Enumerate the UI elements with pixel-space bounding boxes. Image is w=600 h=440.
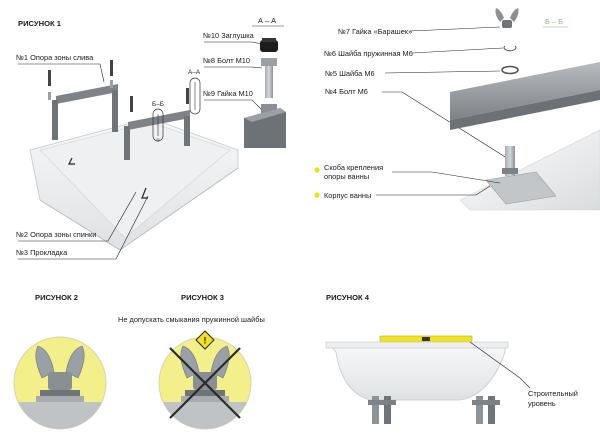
leader-level: [469, 341, 531, 389]
rail-section: [450, 62, 600, 120]
gasket-mark-right: [141, 187, 148, 199]
label-body: Корпус ванны: [324, 191, 371, 200]
figure-4-title: РИСУНОК 4: [326, 293, 370, 302]
back-zone-support: [124, 88, 190, 160]
leader-body: [376, 185, 491, 196]
section-aa-small-label: А–А: [188, 69, 201, 76]
leader-part-5: [384, 70, 501, 74]
label-bracket-2: опоры ванны: [324, 172, 369, 181]
label-part-6: №6 Шайба пружинная М6: [324, 49, 413, 58]
leader-part-9: [204, 99, 263, 111]
figure-4: РИСУНОК 4 Строительный уровень: [325, 293, 578, 424]
svg-text:!: !: [204, 336, 207, 346]
label-part-7: №7 Гайка «Барашек»: [338, 27, 412, 36]
label-part-10: №10 Заглушка: [203, 31, 255, 40]
wing-nut-icon: [14, 345, 106, 429]
bolt-m6: [505, 146, 515, 176]
leader-part-3: [18, 195, 149, 260]
section-aa-title: А – А: [258, 16, 276, 25]
figure-2-title: РИСУНОК 2: [35, 293, 78, 302]
drain-zone-support: [48, 60, 118, 140]
label-part-1: №1 Опора зоны слива: [16, 53, 94, 62]
leader-bracket: [392, 171, 501, 184]
cross-mark-icon: [169, 347, 241, 419]
leader-part-7: [409, 26, 501, 32]
label-bracket-1: Скоба крепления: [324, 163, 383, 172]
label-level-2: уровень: [528, 399, 556, 408]
section-indicator-aa: А–А: [188, 69, 201, 115]
spring-washer: [503, 45, 517, 52]
figure-2: РИСУНОК 2: [13, 293, 107, 430]
nut-m10: [261, 104, 277, 114]
figure-1-title: РИСУНОК 1: [18, 19, 62, 28]
warning-icon: !: [195, 330, 215, 350]
section-bb: Б – Б №7 Гайка «Барашек» №6 Шайба пружин…: [314, 8, 600, 211]
washer-m6: [501, 65, 519, 75]
bathtub-side-view: [329, 344, 506, 401]
bolt-m10-head: [261, 58, 277, 66]
section-indicator-bb: Б–Б: [152, 101, 164, 142]
bathtub-legs: [368, 396, 500, 424]
warning-text: Не допускать смыкания пружинной шайбы: [118, 315, 265, 324]
cap-plug: [260, 40, 278, 52]
leader-part-1: [18, 63, 105, 83]
leader-part-6: [411, 47, 504, 54]
mounting-bracket: [485, 171, 557, 205]
label-part-3: №3 Прокладка: [16, 248, 68, 257]
gasket-mark-left: [68, 157, 75, 165]
label-part-5: №5 Шайба М6: [325, 69, 375, 78]
drain-hole: [156, 138, 160, 142]
label-level-1: Строительный: [528, 389, 578, 398]
bolt-m10-shaft: [265, 66, 273, 98]
label-part-8: №8 Болт М10: [203, 56, 250, 65]
leader-part-2: [18, 191, 137, 242]
figure-1: РИСУНОК 1: [16, 16, 286, 260]
figure-3-title: РИСУНОК 3: [181, 293, 224, 302]
label-part-4: №4 Болт М6: [325, 87, 368, 96]
leader-part-10: [204, 41, 263, 45]
label-part-9: №9 Гайка М10: [203, 89, 253, 98]
label-part-2: №2 Опора зоны спинки: [16, 230, 96, 239]
leader-part-4: [382, 91, 511, 161]
section-bb-title: Б – Б: [545, 17, 563, 26]
bullet-body: [314, 192, 320, 198]
wing-nut-icon: [495, 8, 519, 28]
bullet-bracket: [314, 167, 320, 173]
section-aa-detail: А – А №10 Заглушка №8 Болт М10 №9 Гайка …: [203, 16, 286, 148]
figure-3: РИСУНОК 3 Не допускать смыкания пружинно…: [118, 293, 265, 430]
bathtub-illustration: [29, 117, 239, 251]
section-bb-label: Б–Б: [152, 101, 164, 108]
leader-part-8: [204, 66, 263, 69]
